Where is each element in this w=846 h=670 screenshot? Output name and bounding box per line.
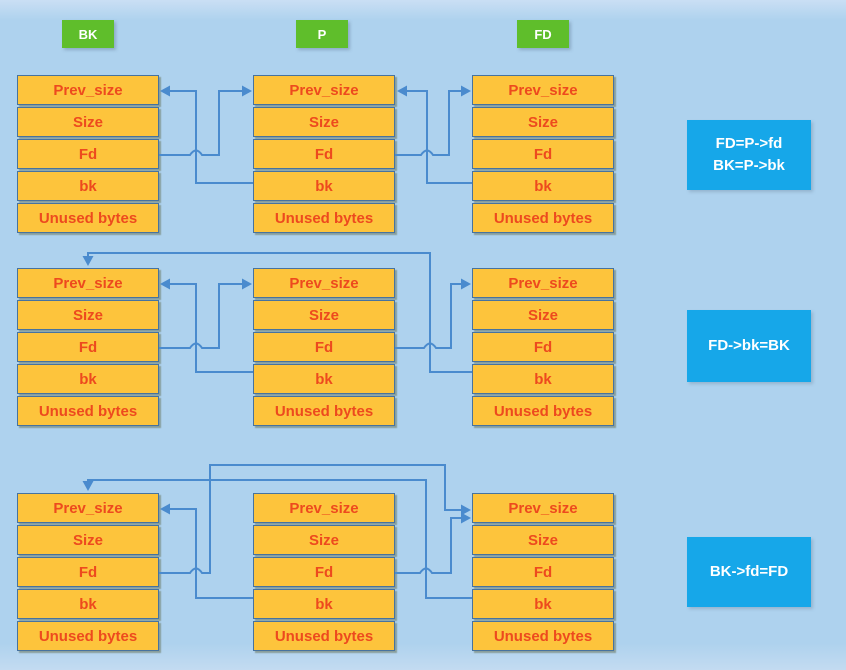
field-bk: bk	[17, 364, 159, 394]
field-fd: Fd	[472, 332, 614, 362]
field-unused-bytes: Unused bytes	[253, 203, 395, 233]
field-fd: Fd	[17, 557, 159, 587]
field-unused-bytes: Unused bytes	[253, 396, 395, 426]
field-prev-size: Prev_size	[17, 493, 159, 523]
field-prev-size: Prev_size	[17, 75, 159, 105]
field-size: Size	[472, 300, 614, 330]
field-size: Size	[472, 525, 614, 555]
field-bk: bk	[17, 171, 159, 201]
arrow-row2-bk-fd-to-p	[159, 278, 252, 349]
arrow-row2-p-fd-to-fd	[395, 278, 471, 349]
arrow-row2-p-bk-to-bk	[160, 278, 253, 373]
annotation-row2: FD->bk=BK	[687, 310, 811, 382]
field-unused-bytes: Unused bytes	[17, 396, 159, 426]
annotation-row1-line2: BK=P->bk	[713, 157, 785, 174]
field-fd: Fd	[17, 332, 159, 362]
field-size: Size	[253, 525, 395, 555]
pointer-label-bk: BK	[62, 20, 114, 48]
annotation-row1: FD=P->fd BK=P->bk	[687, 120, 811, 190]
field-size: Size	[17, 525, 159, 555]
field-fd: Fd	[472, 557, 614, 587]
field-prev-size: Prev_size	[253, 493, 395, 523]
field-size: Size	[253, 300, 395, 330]
annotation-row1-line1: FD=P->fd	[715, 134, 783, 152]
pointer-label-p: P	[296, 20, 348, 48]
field-unused-bytes: Unused bytes	[17, 203, 159, 233]
field-prev-size: Prev_size	[472, 75, 614, 105]
field-prev-size: Prev_size	[472, 268, 614, 298]
arrow-row1-fd-bk-to-p	[397, 85, 472, 184]
field-size: Size	[17, 300, 159, 330]
field-unused-bytes: Unused bytes	[17, 621, 159, 651]
arrow-row1-bk-fd-to-p	[159, 85, 252, 156]
field-bk: bk	[253, 171, 395, 201]
field-bk: bk	[17, 589, 159, 619]
field-unused-bytes: Unused bytes	[472, 203, 614, 233]
pointer-label-fd: FD	[517, 20, 569, 48]
field-bk: bk	[472, 364, 614, 394]
field-unused-bytes: Unused bytes	[472, 621, 614, 651]
field-prev-size: Prev_size	[253, 75, 395, 105]
field-bk: bk	[253, 364, 395, 394]
field-unused-bytes: Unused bytes	[472, 396, 614, 426]
field-unused-bytes: Unused bytes	[253, 621, 395, 651]
field-fd: Fd	[472, 139, 614, 169]
field-bk: bk	[472, 171, 614, 201]
arrow-row3-p-fd-to-fd	[395, 512, 471, 574]
arrow-row1-p-fd-to-fd	[395, 85, 471, 156]
arrow-row1-p-bk-to-bk	[160, 85, 253, 184]
field-bk: bk	[253, 589, 395, 619]
field-fd: Fd	[253, 332, 395, 362]
field-bk: bk	[472, 589, 614, 619]
annotation-row3: BK->fd=FD	[687, 537, 811, 607]
field-fd: Fd	[253, 557, 395, 587]
field-fd: Fd	[17, 139, 159, 169]
field-prev-size: Prev_size	[253, 268, 395, 298]
field-size: Size	[472, 107, 614, 137]
annotation-row2-line1: FD->bk=BK	[708, 336, 790, 354]
field-size: Size	[17, 107, 159, 137]
field-prev-size: Prev_size	[472, 493, 614, 523]
annotation-row3-line1: BK->fd=FD	[709, 562, 789, 580]
field-fd: Fd	[253, 139, 395, 169]
field-prev-size: Prev_size	[17, 268, 159, 298]
arrow-row3-p-bk-to-bk	[160, 503, 253, 599]
field-size: Size	[253, 107, 395, 137]
